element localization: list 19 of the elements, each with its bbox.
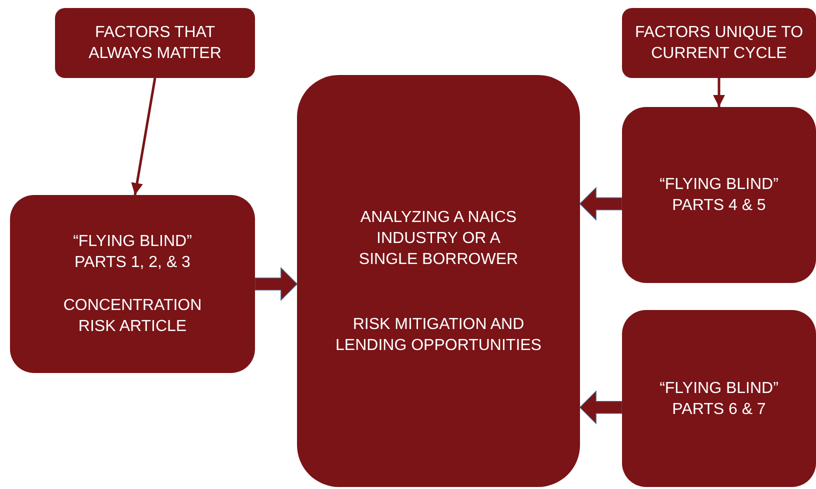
arrow — [579, 186, 622, 221]
process-box — [622, 8, 816, 78]
process-box — [622, 310, 816, 487]
process-box — [55, 8, 255, 78]
process-box — [10, 195, 255, 373]
box-text: “FLYING BLIND” PARTS 6 & 7 — [658, 378, 780, 420]
arrow — [713, 78, 725, 107]
box-text: FACTORS THAT ALWAYS MATTER — [88, 23, 222, 64]
box-text: ANALYZING A NAICS INDUSTRY OR A SINGLE BORROWER — [358, 208, 520, 270]
box-text: “FLYING BLIND” PARTS 1, 2, & 3 — [72, 232, 193, 273]
box-text: RISK MITIGATION AND LENDING OPPORTUNITIES — [334, 314, 542, 356]
box-text: “FLYING BLIND” PARTS 4 & 5 — [658, 175, 780, 216]
box-text: CONCENTRATION RISK ARTICLE — [62, 296, 203, 337]
process-box — [622, 107, 816, 283]
process-box — [297, 75, 580, 487]
box-text: FACTORS UNIQUE TO CURRENT CYCLE — [634, 23, 804, 64]
arrow — [579, 390, 622, 424]
arrow — [254, 267, 298, 301]
arrow — [131, 78, 156, 196]
